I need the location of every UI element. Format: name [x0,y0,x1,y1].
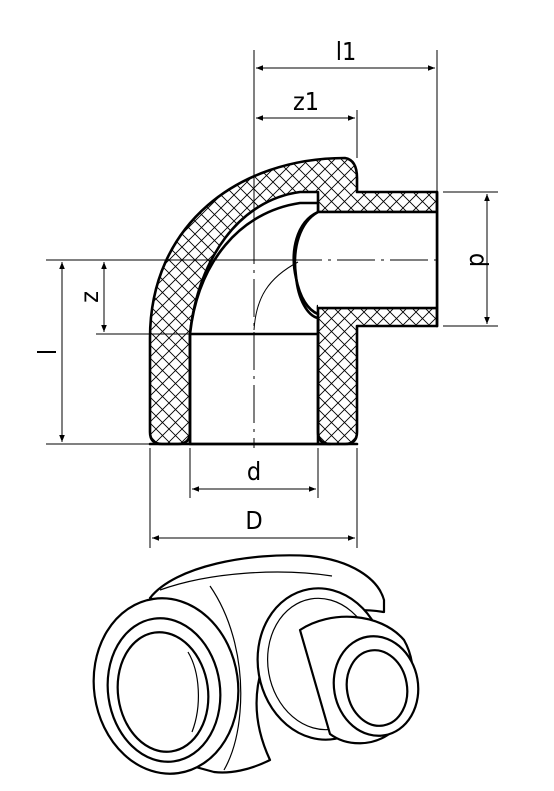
section-view [148,156,439,448]
inner-curve-edge [292,210,320,316]
elbow-seam [209,585,242,771]
center-arc [253,261,299,331]
dimensions: l1 z1 d z l d D [33,37,498,548]
extension-lines [46,50,498,548]
right-spigot-bore [345,649,409,727]
left-socket-bore [116,631,210,753]
l1-label: l1 [336,37,357,66]
d-right-label: d [464,253,493,267]
D-label: D [245,506,262,535]
l-label: l [33,349,62,355]
d-bottom-label: d [247,457,261,486]
z1-label: z1 [293,87,319,116]
z-label: z [75,291,104,303]
right-bore-edges [316,190,439,328]
left-socket-depth [187,651,199,733]
elbow-seam-2 [159,571,333,591]
isometric-view [92,554,420,775]
